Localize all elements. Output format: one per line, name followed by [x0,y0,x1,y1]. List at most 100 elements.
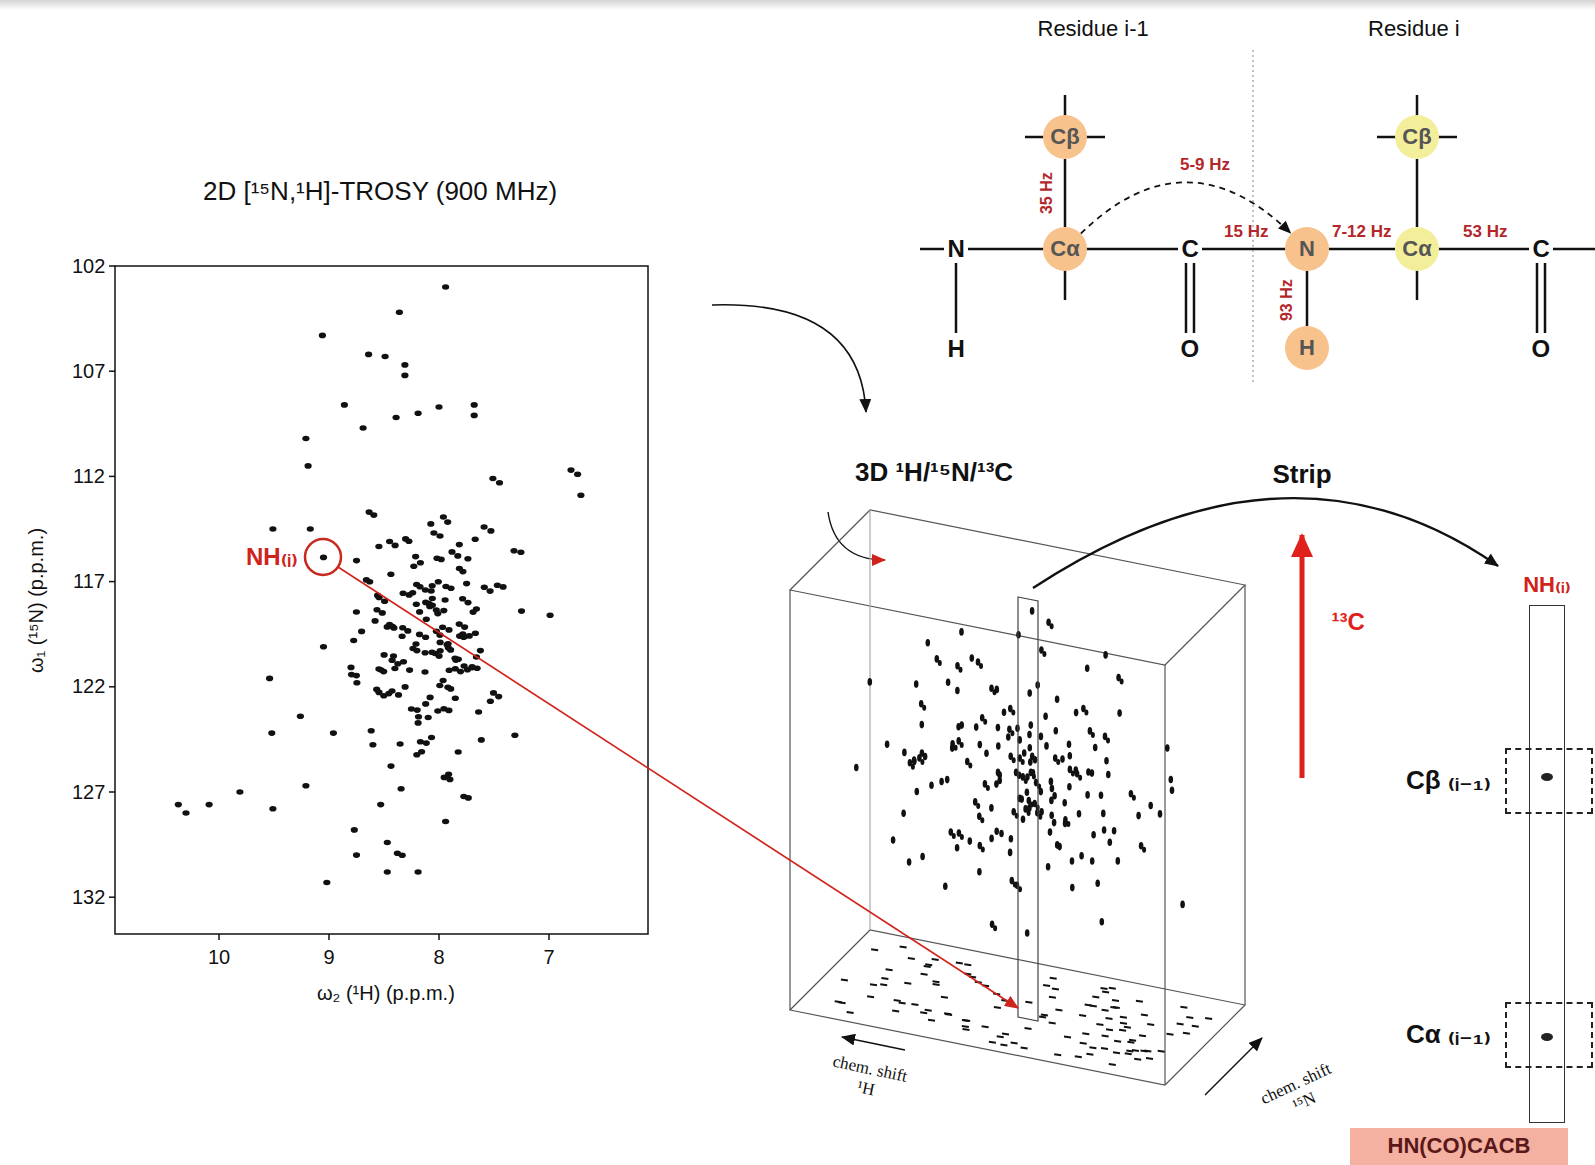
tick-label: 10 [208,946,230,969]
cube-peak [1112,827,1117,835]
cube-peak [1054,727,1059,735]
spectrum-frame [115,266,648,934]
bond [955,263,958,333]
cube-peak [1062,799,1067,807]
projected-peak [894,1000,901,1001]
spectrum-peak [478,737,485,743]
spectrum-peak [440,608,447,614]
projected-peak [997,1036,1004,1037]
cube-peak [970,654,975,662]
cube-peak [1027,731,1032,739]
cube-peak [1006,733,1011,741]
experiment-box: HN(CO)CACB [1350,1128,1568,1165]
panel-title: Strip [1273,460,1332,490]
cube-peak [980,817,984,823]
tick [328,934,330,940]
spectrum-peak [404,628,411,634]
atom-circle: Cβ [1395,115,1439,159]
spectrum-peak [435,404,442,410]
spectrum-peak [457,669,464,675]
projected-peak [1082,1033,1089,1034]
top-band [0,0,1595,10]
cube-peak [1042,651,1046,657]
cube-edge [869,510,870,930]
spectrum-peak [429,583,436,589]
spectrum-peak [406,592,413,598]
spectrum-peak [399,853,406,859]
cube-peak [1022,749,1027,757]
spectrum-peak [459,596,466,602]
edge-path [1064,159,1067,227]
arrow-head [1278,221,1291,234]
spectrum-peak [269,806,276,812]
projected-peak [982,1026,989,1027]
tick-label: 102 [72,255,105,278]
projected-peak [1085,1004,1092,1005]
projected-peak [1167,1034,1174,1035]
spectrum-peak [456,542,463,548]
projected-peak [933,981,940,982]
cube-peak [1049,778,1054,786]
bond-line [1065,159,1066,227]
projected-peak [1075,1056,1082,1057]
spectrum-peak [353,852,360,858]
spectrum-peak [387,571,394,577]
spectrum-peak [466,633,473,639]
spectrum-peak [341,402,348,408]
spectrum-peak [430,530,437,536]
cube-peak [1057,843,1062,851]
cube-peak [1079,852,1084,860]
cube-peak [996,724,1001,732]
bond [1536,263,1539,333]
cube-peak [993,689,997,695]
spectrum-peak [323,880,330,886]
peak-label: Cα ₍ᵢ₋₁₎ [1406,1020,1491,1050]
spectrum-peak [358,629,365,635]
coupling-label: 35 Hz [1038,172,1056,214]
projected-peak [1079,1015,1086,1016]
projected-peak [963,1029,970,1030]
tick [109,686,115,688]
cube-peak [907,858,912,866]
spectrum-peak [398,786,405,792]
spectrum-peak [413,648,420,654]
cube-peak [1055,696,1060,704]
spectrum-peak [510,548,517,554]
cube-peak [1106,771,1111,779]
spectrum-peak [459,569,466,575]
spectrum-peak [452,695,459,701]
coupling-label: 93 Hz [1278,279,1296,321]
bond-line [1329,249,1395,250]
spectrum-peak [413,601,420,607]
cube-peak [1031,769,1036,777]
cube-peak [959,721,964,729]
cube-peak [1091,732,1095,738]
tick [109,896,115,898]
cube-peak [1104,757,1109,765]
projected-peak [1106,1018,1113,1019]
cube-peak [1091,831,1096,839]
cube-edge [789,590,790,1010]
spectrum-peak [302,436,309,442]
spectrum-peak [436,533,443,539]
tick [218,934,220,940]
spectrum-peak [463,581,470,587]
spectrum-peak [577,493,584,499]
projected-peak [911,1004,918,1005]
strip-heading: NH₍ᵢ₎ [1523,572,1571,597]
cube-peak [1101,810,1106,818]
projected-peak [870,984,877,985]
spectrum-peak [416,609,423,615]
spectrum-peak [393,415,400,421]
axis-arrow [1205,1038,1262,1095]
axis-label: chem. shift ¹H [823,1050,913,1106]
spectrum-peak [422,650,429,656]
cube-peak [1093,744,1098,752]
spectrum-peak [574,472,581,478]
spectrum-peak [464,667,471,673]
spectrum-peak [412,554,419,560]
peak-box: Cα ₍ᵢ₋₁₎ [1505,1002,1593,1068]
cube-peak [1027,689,1032,697]
tick-label: 132 [72,886,105,909]
spectrum-peak [395,692,402,698]
